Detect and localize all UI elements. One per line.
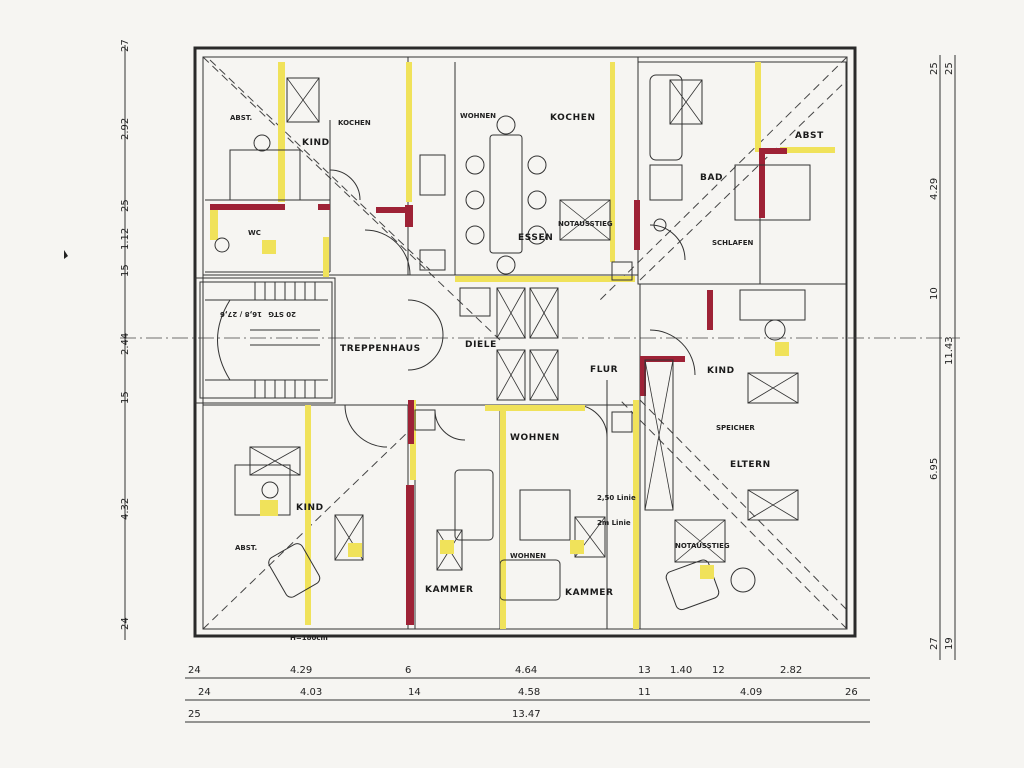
svg-text:2.82: 2.82 (780, 665, 802, 676)
stair-note-1: 20 STG (268, 310, 296, 318)
dims-right: 25 25 4.29 10 11.43 6.95 27 19 (929, 62, 955, 650)
label-notausstieg-e: NOTAUSSTIEG (675, 542, 730, 550)
label-notausstieg-n: NOTAUSSTIEG (558, 220, 613, 228)
svg-text:19: 19 (944, 637, 955, 650)
room-kind-e: KIND (707, 366, 735, 376)
svg-text:13: 13 (638, 665, 651, 676)
room-kochen-nw: KOCHEN (338, 119, 371, 127)
svg-text:4.32: 4.32 (120, 498, 131, 520)
svg-text:14: 14 (408, 687, 421, 698)
svg-text:26: 26 (845, 687, 858, 698)
svg-text:10: 10 (929, 287, 940, 300)
svg-text:1.40: 1.40 (670, 665, 692, 676)
svg-text:6: 6 (405, 665, 411, 676)
svg-text:4.64: 4.64 (515, 665, 537, 676)
bathtub (649, 74, 683, 161)
svg-text:2.44: 2.44 (120, 333, 131, 355)
toilet (214, 237, 230, 253)
room-eltern: ELTERN (730, 460, 771, 470)
room-essen: ESSEN (518, 233, 553, 243)
room-diele: DIELE (465, 340, 497, 350)
svg-text:15: 15 (120, 264, 131, 277)
margin-mark (64, 250, 68, 259)
svg-text:4.29: 4.29 (290, 665, 312, 676)
svg-text:2.92: 2.92 (120, 118, 131, 140)
svg-text:25: 25 (944, 62, 955, 75)
svg-text:12: 12 (712, 665, 725, 676)
room-kammer-sw: KAMMER (425, 585, 474, 595)
dining-table (465, 115, 547, 275)
height-note-2m: 2m Linie (597, 519, 631, 527)
room-abst-ne: ABST (795, 131, 824, 141)
svg-text:25: 25 (188, 709, 201, 720)
svg-text:1.12: 1.12 (120, 228, 131, 250)
room-kochen-n: KOCHEN (550, 113, 596, 123)
room-wohnen-s: WOHNEN (510, 433, 560, 443)
staircase (199, 281, 333, 399)
room-kammer-s: KAMMER (565, 588, 614, 598)
svg-text:27: 27 (120, 39, 131, 52)
svg-text:4.58: 4.58 (518, 687, 540, 698)
svg-text:11.43: 11.43 (944, 336, 955, 365)
svg-text:27: 27 (929, 637, 940, 650)
svg-text:15: 15 (120, 391, 131, 404)
svg-text:25: 25 (120, 199, 131, 212)
roof-diagonal (202, 56, 501, 341)
svg-text:25: 25 (929, 62, 940, 75)
dims-bottom-row3: 25 13.47 (188, 709, 541, 720)
room-kind-sw: KIND (296, 503, 324, 513)
room-bad: BAD (700, 173, 723, 183)
new-walls (210, 148, 787, 625)
room-flur: FLUR (590, 365, 618, 375)
dims-bottom-row2: 24 4.03 14 4.58 11 4.09 26 (198, 687, 858, 698)
svg-text:4.29: 4.29 (929, 178, 940, 200)
svg-text:4.03: 4.03 (300, 687, 322, 698)
room-schlafen: SCHLAFEN (712, 239, 753, 247)
svg-text:13.47: 13.47 (512, 709, 541, 720)
skylights (249, 77, 799, 571)
stair-note-2: 16,8 / 27,6 (220, 310, 262, 318)
door-swing (364, 229, 411, 276)
height-note-h180: H=180cm (290, 634, 328, 642)
dims-left: 27 2.92 25 1.12 15 2.44 15 4.32 24 (120, 39, 131, 630)
svg-text:24: 24 (188, 665, 201, 676)
room-wohnen-n: WOHNEN (460, 112, 496, 120)
room-abst-nw: ABST. (230, 114, 252, 122)
room-wc: WC (248, 229, 261, 237)
svg-text:6.95: 6.95 (929, 458, 940, 480)
room-treppenhaus: TREPPENHAUS (340, 344, 421, 354)
sub-note-wohnen: WOHNEN (510, 552, 546, 560)
svg-text:24: 24 (120, 617, 131, 630)
room-speicher: SPEICHER (716, 424, 755, 432)
room-abst-sw: ABST. (235, 544, 257, 552)
svg-text:11: 11 (638, 687, 651, 698)
svg-text:4.09: 4.09 (740, 687, 762, 698)
height-note-250: 2,50 Linie (597, 494, 636, 502)
svg-text:24: 24 (198, 687, 211, 698)
room-kind-nw: KIND (302, 138, 330, 148)
dims-bottom-row1: 24 4.29 6 4.64 13 1.40 12 2.82 (188, 665, 802, 676)
